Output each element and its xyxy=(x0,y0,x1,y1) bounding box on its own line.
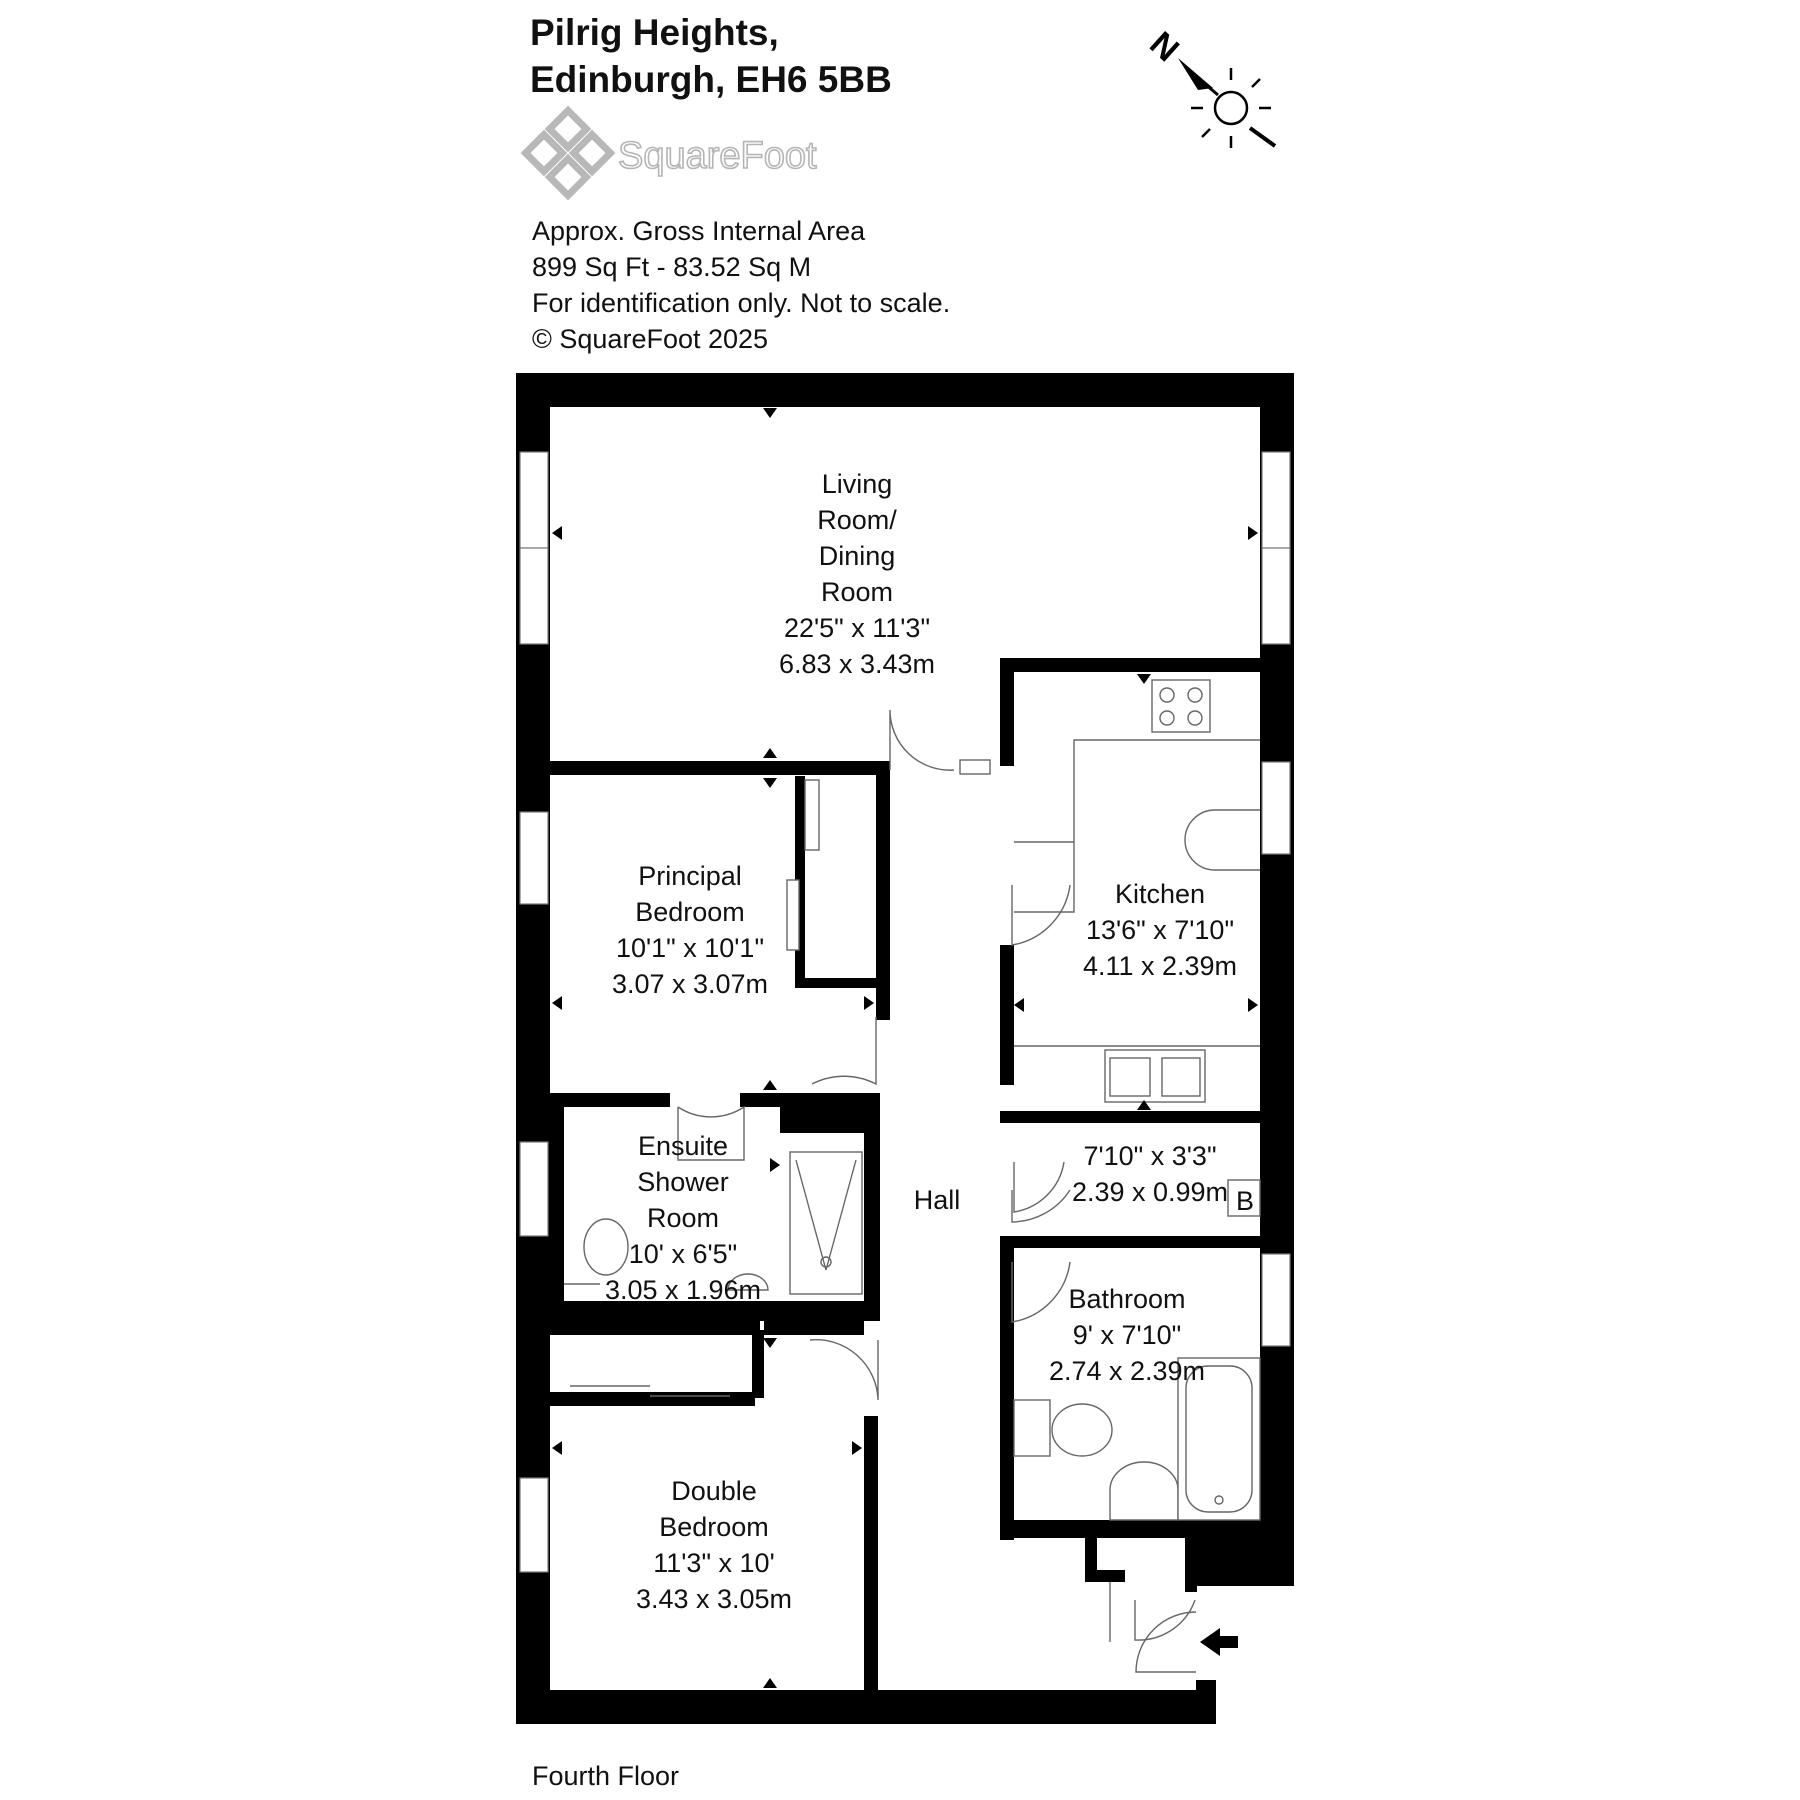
disclaimer: For identification only. Not to scale. xyxy=(532,288,950,318)
svg-text:13'6" x 7'10": 13'6" x 7'10" xyxy=(1086,915,1234,945)
svg-text:3.07 x 3.07m: 3.07 x 3.07m xyxy=(612,969,768,999)
svg-text:11'3" x 10': 11'3" x 10' xyxy=(653,1548,774,1578)
bathroom-toilet-icon xyxy=(1051,1403,1113,1457)
svg-text:4.11 x 2.39m: 4.11 x 2.39m xyxy=(1083,951,1237,981)
room-ensuite-shower: Ensuite Shower Room 10' x 6'5" 3.05 x 1.… xyxy=(605,1131,761,1305)
squarefoot-logo: SquareFoot xyxy=(520,105,818,201)
svg-text:Living: Living xyxy=(822,469,893,499)
svg-text:Bedroom: Bedroom xyxy=(635,897,745,927)
ensuite-basin-icon xyxy=(727,1273,769,1291)
compass-icon: N xyxy=(1142,25,1277,148)
dimension-markers xyxy=(552,408,1258,1688)
fixtures xyxy=(564,679,1261,1521)
svg-text:7'10" x 3'3": 7'10" x 3'3" xyxy=(1083,1141,1216,1171)
boiler-label: B xyxy=(1236,1186,1254,1216)
svg-text:Double: Double xyxy=(671,1476,757,1506)
entrance-arrow-icon xyxy=(1200,1628,1238,1656)
hob-icon xyxy=(1151,679,1211,733)
windows xyxy=(519,451,1291,1573)
svg-text:3.05 x 1.96m: 3.05 x 1.96m xyxy=(605,1275,761,1305)
gross-area-value: 899 Sq Ft - 83.52 Sq M xyxy=(532,252,811,282)
copyright: © SquareFoot 2025 xyxy=(532,324,768,354)
doors xyxy=(677,709,1197,1673)
bath-icon xyxy=(1177,1357,1261,1521)
room-hall: Hall xyxy=(914,1185,961,1215)
svg-text:2.74 x 2.39m: 2.74 x 2.39m xyxy=(1049,1356,1205,1386)
floor-label: Fourth Floor xyxy=(532,1761,679,1791)
svg-text:Shower: Shower xyxy=(637,1167,729,1197)
boiler-icon xyxy=(1227,1179,1261,1217)
address-line-2: Edinburgh, EH6 5BB xyxy=(530,59,892,100)
room-store: 7'10" x 3'3" 2.39 x 0.99m B xyxy=(1072,1141,1254,1216)
svg-text:Bathroom: Bathroom xyxy=(1068,1284,1185,1314)
room-principal-bedroom: Principal Bedroom 10'1" x 10'1" 3.07 x 3… xyxy=(612,861,768,999)
svg-text:Ensuite: Ensuite xyxy=(638,1131,728,1161)
svg-text:Kitchen: Kitchen xyxy=(1115,879,1205,909)
svg-text:Bedroom: Bedroom xyxy=(659,1512,769,1542)
svg-text:9' x 7'10": 9' x 7'10" xyxy=(1073,1320,1181,1350)
room-bathroom: Bathroom 9' x 7'10" 2.74 x 2.39m xyxy=(1049,1284,1205,1386)
room-living-dining: Living Room/ Dining Room 22'5" x 11'3" 6… xyxy=(779,469,935,679)
north-label: N xyxy=(1142,25,1186,70)
svg-text:10' x 6'5": 10' x 6'5" xyxy=(629,1239,737,1269)
bathroom-basin-icon xyxy=(1109,1461,1179,1521)
svg-text:Principal: Principal xyxy=(638,861,742,891)
walls xyxy=(516,373,1294,1724)
gross-area-label: Approx. Gross Internal Area xyxy=(532,216,866,246)
room-kitchen: Kitchen 13'6" x 7'10" 4.11 x 2.39m xyxy=(1083,879,1237,981)
brand-name: SquareFoot xyxy=(618,135,817,177)
svg-text:3.43 x 3.05m: 3.43 x 3.05m xyxy=(636,1584,792,1614)
svg-text:Room: Room xyxy=(821,577,893,607)
svg-text:2.39 x 0.99m: 2.39 x 0.99m xyxy=(1072,1177,1228,1207)
svg-text:6.83 x 3.43m: 6.83 x 3.43m xyxy=(779,649,935,679)
shower-tray-icon xyxy=(789,1151,863,1295)
ensuite-toilet-icon xyxy=(583,1218,629,1276)
svg-text:10'1" x 10'1": 10'1" x 10'1" xyxy=(616,933,764,963)
address-line-1: Pilrig Heights, xyxy=(530,12,779,53)
svg-text:22'5" x 11'3": 22'5" x 11'3" xyxy=(784,613,930,643)
room-double-bedroom: Double Bedroom 11'3" x 10' 3.43 x 3.05m xyxy=(636,1476,792,1614)
svg-text:Dining: Dining xyxy=(819,541,896,571)
svg-text:Room: Room xyxy=(647,1203,719,1233)
svg-text:Room/: Room/ xyxy=(817,505,897,535)
